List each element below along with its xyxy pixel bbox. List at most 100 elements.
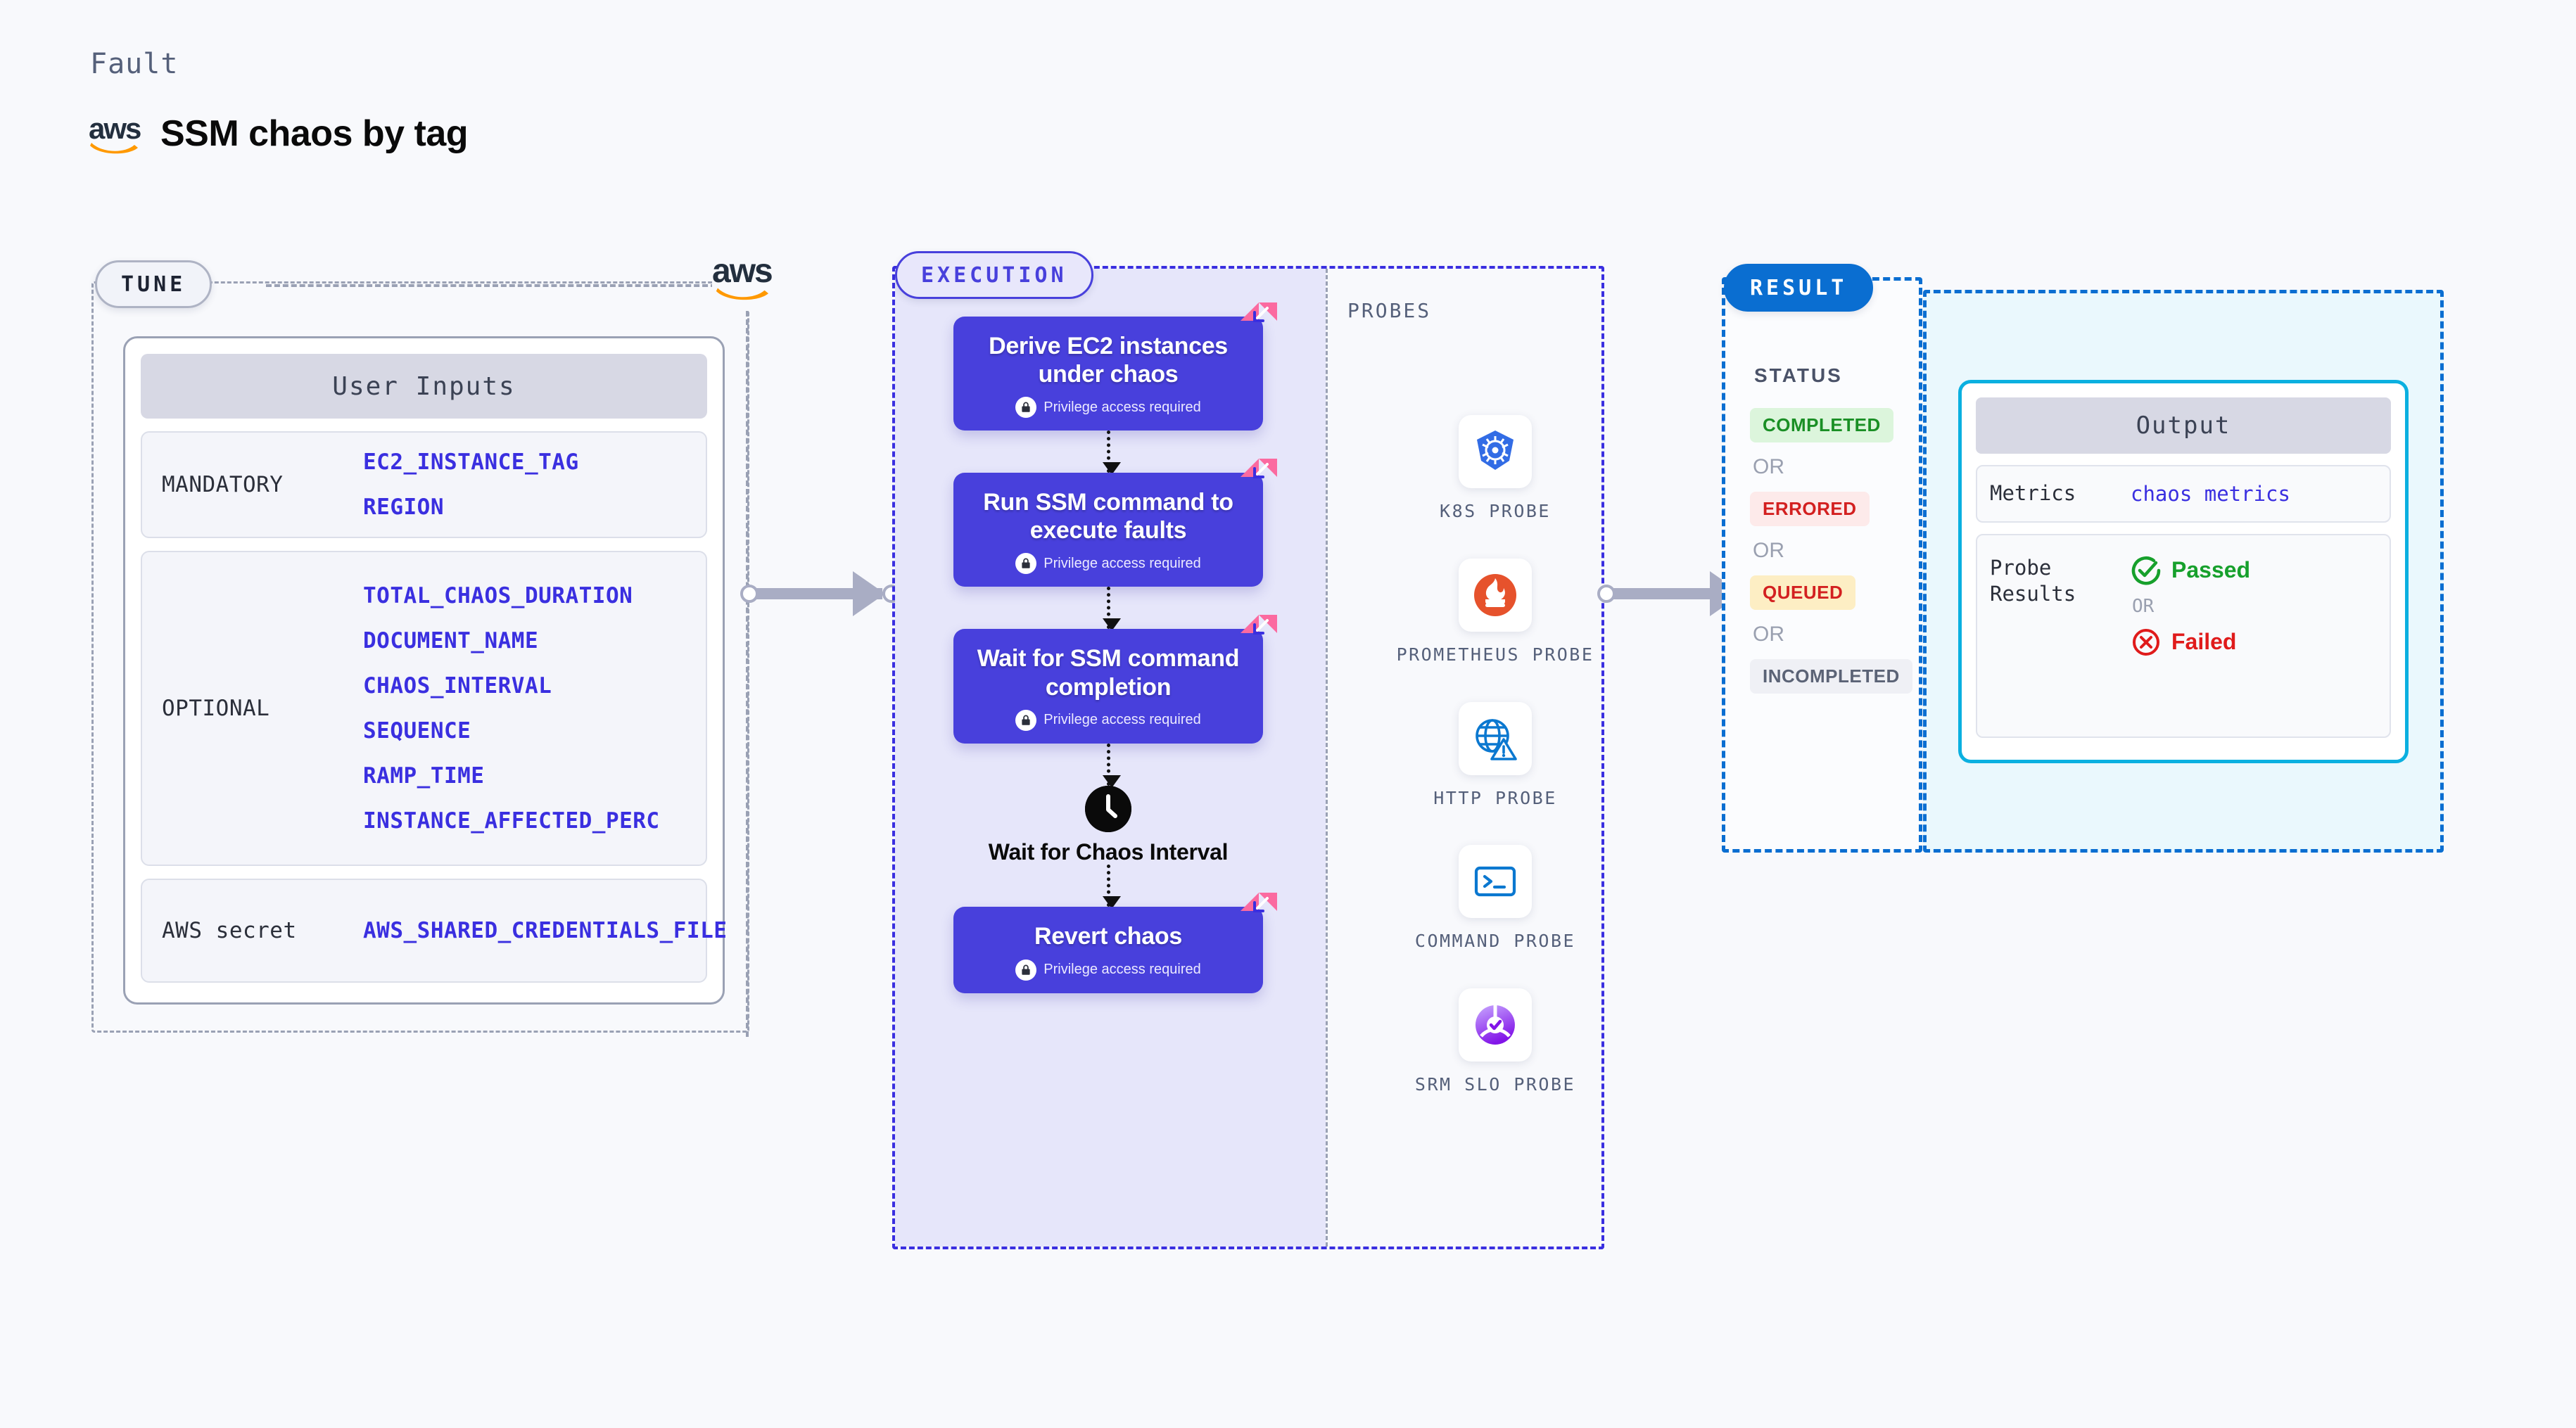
kubernetes-icon: [1459, 415, 1532, 488]
litmus-badge-icon: [1241, 302, 1277, 322]
flow-connector-3: [1102, 743, 1121, 788]
x-circle-icon: [2133, 628, 2159, 656]
param-instance-affected-perc[interactable]: INSTANCE_AFFECTED_PERC: [363, 808, 660, 834]
privilege-text: Privilege access required: [1043, 399, 1201, 415]
group-label-mandatory: MANDATORY: [162, 472, 284, 497]
http-globe-icon: [1459, 701, 1532, 775]
probe-prometheus[interactable]: PROMETHEUS PROBE: [1379, 558, 1611, 667]
status-badge-queued: QUEUED: [1750, 575, 1856, 610]
arrow-tune-to-execution: [740, 571, 902, 616]
status-or-2: OR: [1753, 539, 1784, 562]
probe-command[interactable]: COMMAND PROBE: [1379, 845, 1611, 953]
terminal-icon: [1459, 845, 1532, 919]
step-run-ssm-command[interactable]: Run SSM command to execute faults Privil…: [953, 459, 1277, 587]
execution-zone: [892, 266, 1604, 1249]
probe-k8s[interactable]: K8S PROBE: [1379, 415, 1611, 523]
probe-label: PROMETHEUS PROBE: [1396, 644, 1594, 665]
probe-failed-label: Failed: [2171, 629, 2237, 655]
param-ramp-time[interactable]: RAMP_TIME: [363, 763, 485, 789]
probe-http[interactable]: HTTP PROBE: [1379, 701, 1611, 810]
execution-pill: EXECUTION: [895, 251, 1093, 299]
output-value-metrics[interactable]: chaos metrics: [2131, 481, 2290, 506]
probe-result-passed: Passed: [2131, 555, 2250, 586]
privilege-text: Privilege access required: [1043, 555, 1201, 571]
probes-list: K8S PROBE PROMETHEUS PROBE: [1379, 415, 1611, 1132]
group-label-optional: OPTIONAL: [162, 696, 270, 721]
user-inputs-title: User Inputs: [141, 354, 707, 419]
status-badge-incompleted: INCOMPLETED: [1750, 659, 1912, 694]
input-group-aws-secret: AWS secret AWS_SHARED_CREDENTIALS_FILE: [141, 879, 727, 983]
litmus-badge-icon: [1241, 893, 1277, 913]
lock-icon: [1015, 397, 1037, 419]
aws-logo-small: aws: [712, 255, 789, 311]
step-title: Derive EC2 instances under chaos: [989, 333, 1228, 388]
probe-label: HTTP PROBE: [1433, 787, 1557, 808]
wait-node-label: Wait for Chaos Interval: [988, 839, 1229, 865]
param-chaos-interval[interactable]: CHAOS_INTERVAL: [363, 673, 552, 699]
lock-icon: [1015, 709, 1037, 731]
input-group-optional: OPTIONAL TOTAL_CHAOS_DURATION DOCUMENT_N…: [141, 551, 707, 866]
probes-section-label: PROBES: [1347, 299, 1432, 322]
input-group-mandatory: MANDATORY EC2_INSTANCE_TAG REGION: [141, 431, 707, 538]
step-privilege-note: Privilege access required: [967, 709, 1249, 731]
output-row-metrics: Metrics chaos metrics: [1976, 465, 2391, 523]
status-badge-errored: ERRORED: [1750, 492, 1870, 526]
step-revert-chaos[interactable]: Revert chaos Privilege access required: [953, 893, 1277, 993]
output-card: Output Metrics chaos metrics Probe Resul…: [1958, 380, 2409, 763]
aws-wordmark: aws: [89, 112, 141, 145]
lock-icon: [1015, 959, 1037, 981]
step-title: Run SSM command to execute faults: [983, 489, 1233, 544]
status-badge-completed: COMPLETED: [1750, 408, 1893, 442]
aws-vertical-guide: [746, 311, 749, 1037]
wait-for-chaos-interval-node: Wait for Chaos Interval: [953, 785, 1263, 865]
output-title: Output: [1976, 397, 2391, 454]
aws-logo: aws: [89, 112, 144, 154]
page-title-row: aws SSM chaos by tag: [89, 112, 469, 155]
aws-wordmark-small: aws: [712, 253, 773, 290]
lock-icon: [1015, 553, 1037, 575]
status-list: COMPLETED OR ERRORED OR QUEUED OR INCOMP…: [1750, 408, 1919, 694]
litmus-badge-icon: [1241, 459, 1277, 479]
clock-icon: [1085, 785, 1131, 832]
fault-kicker: Fault: [90, 48, 179, 80]
status-or-3: OR: [1753, 623, 1784, 646]
user-inputs-card: User Inputs MANDATORY EC2_INSTANCE_TAG R…: [123, 336, 727, 1005]
execution-probes-divider: [1326, 269, 1328, 1247]
step-derive-ec2-instances[interactable]: Derive EC2 instances under chaos Privile…: [953, 302, 1277, 431]
output-row-probe-results: Probe Results Passed OR Failed: [1976, 533, 2391, 738]
tune-to-aws-connector: [266, 284, 716, 287]
result-pill: RESULT: [1724, 264, 1874, 312]
param-document-name[interactable]: DOCUMENT_NAME: [363, 628, 539, 654]
probe-result-failed: Failed: [2131, 627, 2250, 658]
aws-smile-icon: [90, 143, 138, 154]
flow-connector-1: [1102, 431, 1121, 476]
output-key-probe-results: Probe Results: [1990, 555, 2076, 606]
step-privilege-note: Privilege access required: [967, 553, 1249, 575]
result-status-zone: [1722, 277, 1922, 853]
param-total-chaos-duration[interactable]: TOTAL_CHAOS_DURATION: [363, 583, 633, 608]
param-sequence[interactable]: SEQUENCE: [363, 718, 471, 744]
status-or-1: OR: [1753, 455, 1784, 478]
group-label-aws-secret: AWS secret: [162, 918, 297, 943]
flow-connector-2: [1102, 587, 1121, 632]
step-title: Wait for SSM command completion: [977, 645, 1240, 701]
flow-connector-4: [1102, 865, 1121, 910]
probe-passed-label: Passed: [2171, 557, 2251, 583]
param-region[interactable]: REGION: [363, 495, 444, 520]
litmus-badge-icon: [1241, 615, 1277, 635]
aws-smile-icon-small: [716, 288, 768, 300]
tune-pill: TUNE: [95, 260, 212, 308]
srm-slo-icon: [1459, 988, 1532, 1062]
step-privilege-note: Privilege access required: [967, 959, 1249, 981]
probe-srm-slo[interactable]: SRM SLO PROBE: [1379, 988, 1611, 1097]
privilege-text: Privilege access required: [1043, 712, 1201, 728]
status-label: STATUS: [1754, 364, 1843, 386]
step-title: Revert chaos: [1034, 923, 1182, 950]
probe-label: K8S PROBE: [1440, 501, 1551, 521]
step-wait-ssm-completion[interactable]: Wait for SSM command completion Privileg…: [953, 615, 1277, 744]
param-aws-shared-credentials-file[interactable]: AWS_SHARED_CREDENTIALS_FILE: [363, 918, 728, 943]
page-title: SSM chaos by tag: [160, 113, 469, 154]
param-ec2-instance-tag[interactable]: EC2_INSTANCE_TAG: [363, 450, 579, 475]
execution-flow: Derive EC2 instances under chaos Privile…: [953, 302, 1277, 993]
